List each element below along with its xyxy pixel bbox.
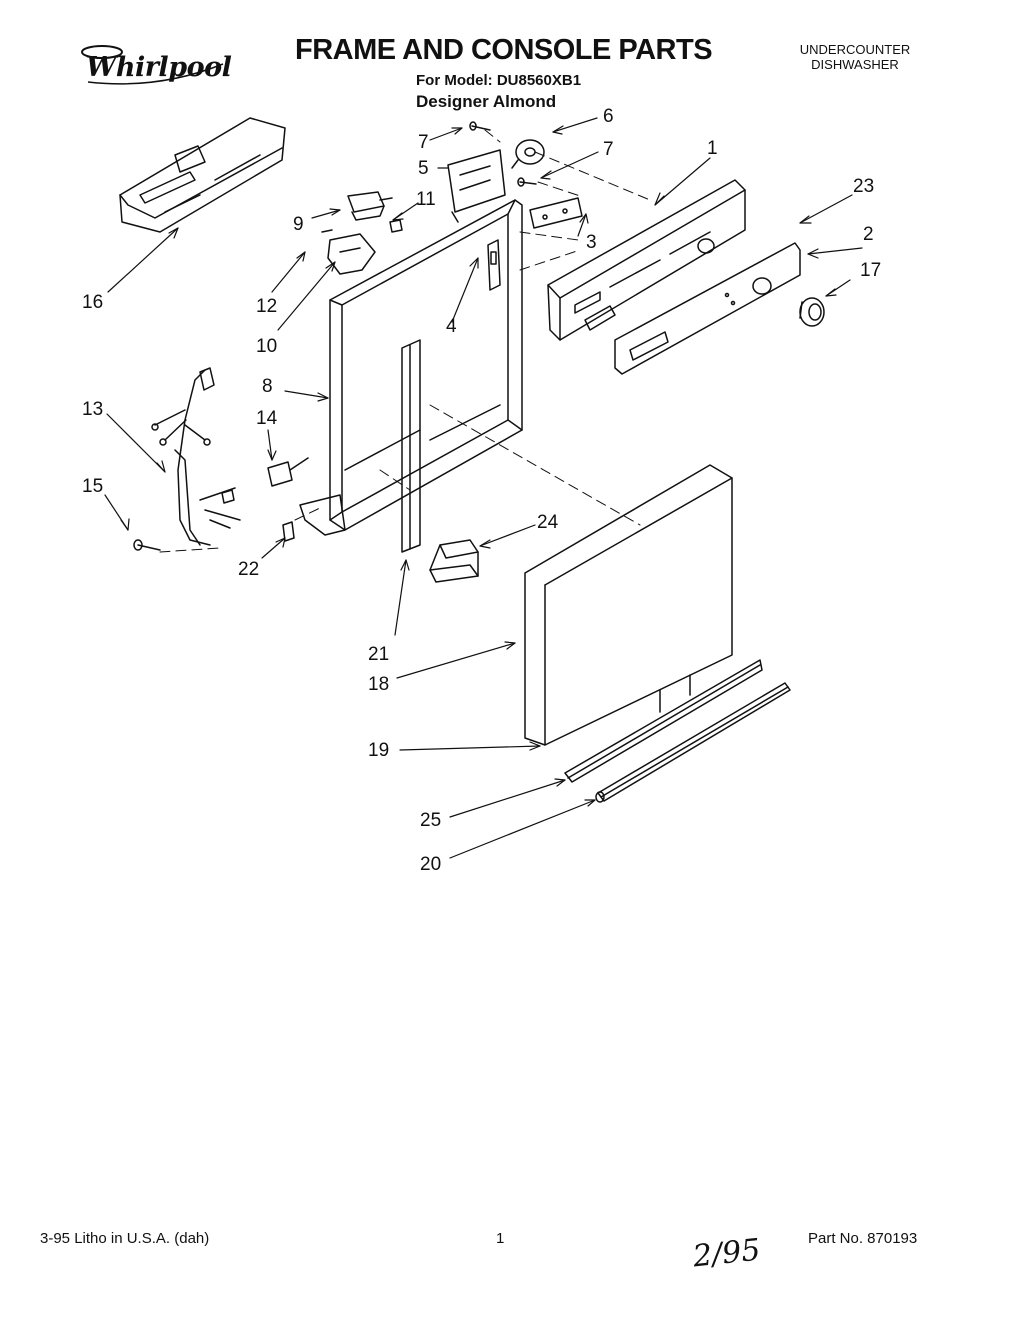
brand-name: Whirlpool bbox=[86, 52, 232, 83]
callout-3: 3 bbox=[586, 232, 597, 253]
part-22-clip bbox=[282, 521, 295, 542]
part-20-kick-strip bbox=[595, 682, 791, 803]
part-15-screw bbox=[133, 539, 161, 551]
part-4-bracket bbox=[487, 239, 501, 291]
frame-lower-bracket bbox=[299, 494, 346, 536]
part-7-screws bbox=[469, 121, 537, 187]
part-9-10-11-12-latch bbox=[321, 191, 403, 275]
part-17-knob bbox=[799, 297, 825, 327]
callout-9: 9 bbox=[293, 214, 304, 235]
callout-21: 21 bbox=[368, 644, 389, 665]
callout-1: 1 bbox=[707, 138, 718, 159]
part-21-trim bbox=[401, 339, 421, 553]
callout-11: 11 bbox=[416, 189, 436, 210]
callout-16: 16 bbox=[82, 292, 103, 313]
callout-12: 12 bbox=[256, 296, 277, 317]
callout-20: 20 bbox=[420, 854, 441, 875]
callout-18: 18 bbox=[368, 674, 389, 695]
part-16-shroud bbox=[119, 117, 286, 233]
callout-6: 6 bbox=[603, 106, 614, 127]
callout-22: 22 bbox=[238, 559, 259, 580]
callouts: 1 2 3 4 5 6 7 7 8 9 10 11 12 13 14 15 16… bbox=[82, 106, 881, 875]
appliance-type-line-2: DISHWASHER bbox=[811, 57, 899, 72]
callout-2: 2 bbox=[863, 224, 874, 245]
callout-13: 13 bbox=[82, 399, 103, 420]
part-24-clip bbox=[429, 539, 479, 583]
callout-19: 19 bbox=[368, 740, 389, 761]
callout-25: 25 bbox=[420, 810, 441, 831]
part-13-harness bbox=[151, 367, 241, 546]
alignment-lines bbox=[159, 129, 651, 553]
callout-23: 23 bbox=[853, 176, 874, 197]
callout-8: 8 bbox=[262, 376, 273, 397]
callout-17: 17 bbox=[860, 260, 881, 281]
page-number: 1 bbox=[496, 1230, 505, 1247]
part-1-console bbox=[547, 179, 746, 341]
part-25-bottom-trim bbox=[564, 659, 763, 783]
part-3-bracket bbox=[529, 197, 583, 229]
appliance-type-line-1: UNDERCOUNTER bbox=[799, 42, 911, 57]
handwritten-note: 2/95 bbox=[691, 1232, 763, 1275]
callout-5: 5 bbox=[418, 158, 429, 179]
leader-lines bbox=[104, 117, 863, 859]
print-info: 3-95 Litho in U.S.A. (dah) bbox=[40, 1230, 210, 1247]
color-line: Designer Almond bbox=[416, 92, 557, 111]
callout-15: 15 bbox=[82, 476, 103, 497]
callout-7-right: 7 bbox=[603, 139, 614, 160]
part-2-control-panel bbox=[614, 242, 801, 375]
part-18-door-panel bbox=[524, 464, 733, 746]
part-number: Part No. 870193 bbox=[808, 1230, 918, 1247]
appliance-type: UNDERCOUNTER DISHWASHER bbox=[790, 42, 920, 72]
part-5-switch bbox=[447, 149, 506, 223]
logo-swoosh-icon bbox=[81, 45, 224, 85]
callout-7-top: 7 bbox=[418, 132, 429, 153]
callout-10: 10 bbox=[256, 336, 277, 357]
whirlpool-logo: Whirlpool bbox=[78, 42, 232, 92]
model-line: For Model: DU8560XB1 bbox=[416, 72, 582, 89]
callout-4: 4 bbox=[446, 316, 457, 337]
callout-14: 14 bbox=[256, 408, 278, 429]
callout-24: 24 bbox=[537, 512, 559, 533]
part-8-door-frame bbox=[329, 199, 523, 531]
part-14-connector bbox=[267, 457, 309, 487]
page-title: FRAME AND CONSOLE PARTS bbox=[295, 34, 713, 66]
